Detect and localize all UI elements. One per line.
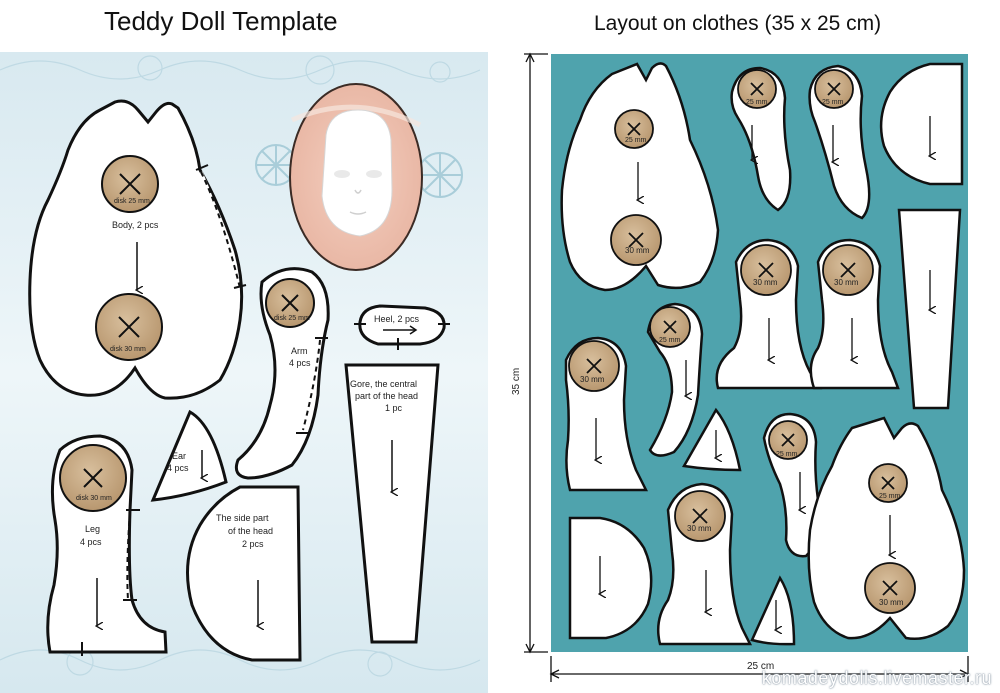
side-head-label-3: 2 pcs (242, 539, 264, 549)
arm-count: 4 pcs (289, 358, 311, 368)
ear-label: Ear (172, 451, 186, 461)
layout-disk-label-4: 25 mm (822, 99, 844, 106)
layout-disk-label-6: 30 mm (834, 278, 859, 287)
heel-piece (354, 304, 450, 350)
dimension-lines (524, 52, 970, 682)
body-disk-bottom-label: disk 30 mm (110, 346, 146, 353)
height-label: 35 cm (511, 368, 522, 395)
leg-label: Leg (85, 524, 100, 534)
layout-leg-piece-4 (657, 482, 753, 646)
gore-label-1: Gore, the central (350, 379, 417, 389)
layout-disk-label-7: 25 mm (659, 337, 681, 344)
layout-ear-piece-2 (750, 575, 796, 646)
layout-arm-piece-1 (730, 66, 792, 212)
watermark: komadeydolls.livemaster.ru (761, 668, 992, 688)
arm-label: Arm (291, 346, 308, 356)
gore-label-3: 1 pc (385, 403, 403, 413)
layout-disk-label-12: 30 mm (687, 524, 712, 533)
body-disk-top-label: disk 25 mm (114, 198, 150, 205)
layout-arm-piece-2 (808, 64, 871, 220)
width-label: 25 cm (747, 661, 774, 672)
layout-side-head-2 (568, 516, 653, 640)
body-piece (28, 99, 247, 400)
side-head-label-1: The side part (216, 513, 269, 523)
leg-piece (46, 434, 168, 656)
gore-label-2: part of the head (355, 391, 418, 401)
lace-decoration (0, 55, 481, 677)
heel-label: Heel, 2 pcs (374, 314, 420, 324)
layout-disk-label-1: 25 mm (625, 137, 647, 144)
gore-piece (344, 363, 440, 644)
layout-body-piece-1 (560, 62, 720, 292)
leg-disk-label: disk 30 mm (76, 495, 112, 502)
side-head-label-2: of the head (228, 526, 273, 536)
layout-arm-piece-4 (762, 412, 820, 558)
arm-disk-label: disk 25 mm (274, 315, 310, 322)
layout-ear-piece-1 (682, 407, 742, 472)
layout-side-head-1 (879, 62, 964, 186)
arm-piece (234, 267, 330, 480)
layout-disk-label-5: 30 mm (753, 278, 778, 287)
layout-leg-piece-2 (809, 238, 900, 390)
layout-leg-piece-3 (564, 336, 649, 492)
layout-disk-label-9: 25 mm (776, 451, 798, 458)
layout-disk-label-10: 25 mm (879, 493, 901, 500)
right-title: Layout on clothes (35 x 25 cm) (594, 12, 882, 35)
layout-disk-label-11: 30 mm (879, 598, 904, 607)
layout-gore-piece (897, 208, 962, 410)
layout-arm-piece-3 (646, 302, 704, 457)
body-label: Body, 2 pcs (112, 220, 159, 230)
left-title: Teddy Doll Template (104, 6, 338, 36)
layout-body-piece-2 (807, 416, 966, 640)
layout-leg-piece-1 (715, 238, 823, 390)
side-head-piece (186, 485, 302, 662)
layout-disk-label-3: 25 mm (746, 99, 768, 106)
leg-count: 4 pcs (80, 537, 102, 547)
ear-count: 4 pcs (167, 463, 189, 473)
doll-face-photo (289, 83, 423, 271)
layout-disk-label-2: 30 mm (625, 246, 650, 255)
ear-piece (150, 409, 228, 502)
layout-disk-label-8: 30 mm (580, 375, 605, 384)
